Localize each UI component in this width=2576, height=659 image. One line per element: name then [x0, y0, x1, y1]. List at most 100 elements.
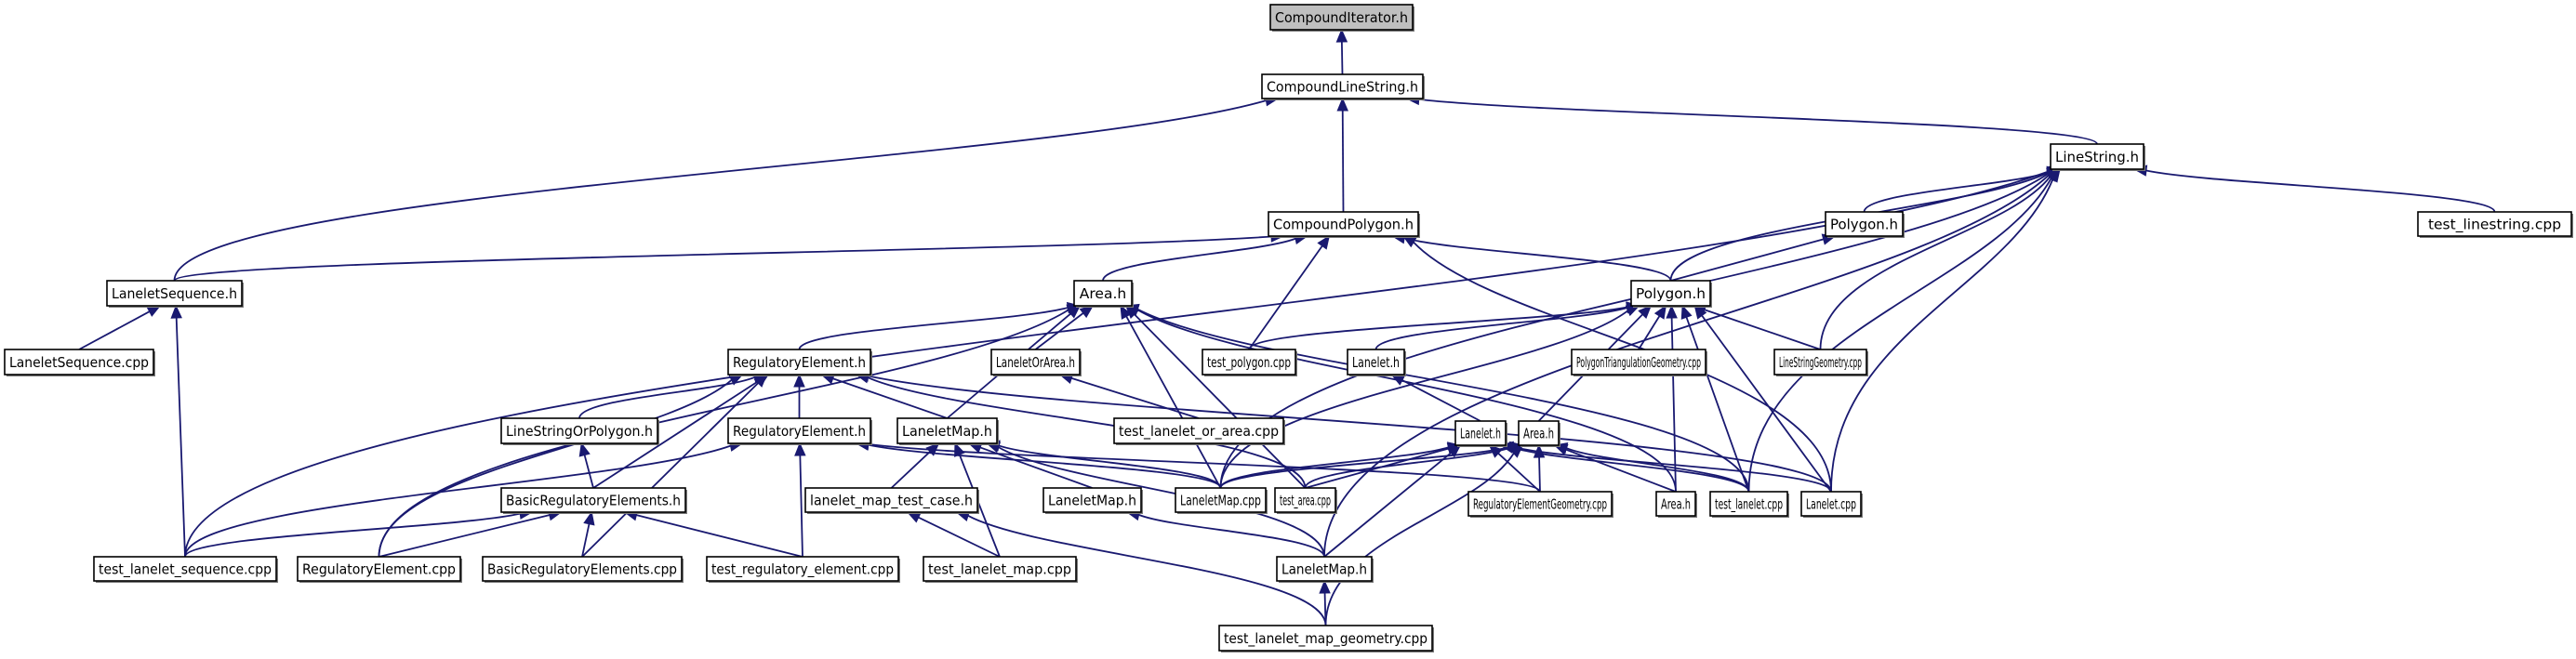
node-regulatoryelementgeometry-cpp[interactable]: RegulatoryElementGeometry.cpp	[1467, 491, 1613, 518]
node-laneletmap-h[interactable]: LaneletMap.h	[896, 417, 999, 445]
node-polygontriangulationgeometry-cpp[interactable]: PolygonTriangulationGeometry.cpp	[1571, 349, 1707, 376]
edge-line	[1374, 307, 1627, 350]
node-box[interactable]	[1202, 349, 1296, 376]
node-test-lanelet-map-cpp[interactable]: test_lanelet_map.cpp	[923, 556, 1078, 583]
node-test-polygon-cpp[interactable]: test_polygon.cpp	[1202, 349, 1297, 376]
node-laneletorarea-h[interactable]: LaneletOrArea.h	[990, 349, 1082, 376]
node-box[interactable]	[1571, 349, 1706, 376]
node-laneletsequence-h[interactable]: LaneletSequence.h	[106, 280, 244, 308]
node-label: RegulatoryElement.h	[733, 423, 866, 440]
edge-line	[583, 455, 594, 489]
edge-line	[581, 382, 759, 558]
node-box[interactable]	[923, 556, 1077, 582]
node-box[interactable]	[2417, 211, 2572, 237]
node-linestring-h[interactable]: LineString.h	[2050, 143, 2145, 171]
node-box[interactable]	[1261, 73, 1424, 99]
node-label: test_polygon.cpp	[1207, 354, 1291, 372]
edge-line	[1670, 317, 1677, 493]
node-box[interactable]	[1042, 487, 1142, 513]
node-laneletsequence-cpp[interactable]: LaneletSequence.cpp	[4, 349, 155, 376]
node-test-lanelet-cpp[interactable]: test_lanelet.cpp	[1709, 491, 1789, 518]
arrowhead-icon	[170, 304, 182, 319]
node-box[interactable]	[1073, 280, 1133, 307]
node-polygon-h[interactable]: Polygon.h	[1825, 211, 1905, 238]
node-box[interactable]	[706, 556, 899, 582]
node-box[interactable]	[482, 556, 683, 582]
node-box[interactable]	[1825, 211, 1904, 237]
node-box[interactable]	[727, 349, 871, 376]
node-lanelet-h[interactable]: Lanelet.h	[1454, 420, 1507, 447]
node-box[interactable]	[1800, 491, 1862, 517]
node-box[interactable]	[1218, 625, 1433, 652]
node-test-lanelet-or-area-cpp[interactable]: test_lanelet_or_area.cpp	[1113, 417, 1285, 445]
node-box[interactable]	[1518, 420, 1560, 446]
node-box[interactable]	[727, 417, 871, 444]
node-linestringgeometry-cpp[interactable]: LineStringGeometry.cpp	[1773, 349, 1868, 376]
node-area-h[interactable]: Area.h	[1655, 491, 1697, 518]
node-lanelet-map-test-case-h[interactable]: lanelet_map_test_case.h	[804, 487, 979, 514]
node-label: LineStringOrPolygon.h	[506, 423, 653, 440]
node-box[interactable]	[93, 556, 277, 582]
node-laneletmap-h[interactable]: LaneletMap.h	[1276, 556, 1374, 583]
node-label: Lanelet.h	[1460, 426, 1501, 442]
nodes-layer: CompoundIterator.hCompoundLineString.hLi…	[4, 4, 2573, 652]
arrowhead-icon	[1336, 97, 1348, 112]
node-box[interactable]	[1175, 487, 1267, 513]
node-test-lanelet-map-geometry-cpp[interactable]: test_lanelet_map_geometry.cpp	[1218, 625, 1434, 652]
node-box[interactable]	[500, 487, 686, 513]
node-test-lanelet-sequence-cpp[interactable]: test_lanelet_sequence.cpp	[93, 556, 278, 583]
edge-line	[998, 444, 1222, 489]
node-box[interactable]	[804, 487, 978, 513]
node-box[interactable]	[1276, 556, 1373, 582]
node-basicregulatoryelements-cpp[interactable]: BasicRegulatoryElements.cpp	[482, 556, 684, 583]
node-lanelet-cpp[interactable]: Lanelet.cpp	[1800, 491, 1863, 518]
node-box[interactable]	[1268, 211, 1419, 237]
edge-line	[173, 99, 1267, 282]
edge-basicregulatoryelements-h-to-linestringorpolygon-h	[578, 442, 594, 489]
node-box[interactable]	[106, 280, 243, 307]
edge-line	[979, 446, 1093, 489]
node-test-regulatory-element-cpp[interactable]: test_regulatory_element.cpp	[706, 556, 900, 583]
node-box[interactable]	[1274, 487, 1336, 513]
node-linestringorpolygon-h[interactable]: LineStringOrPolygon.h	[500, 417, 659, 445]
node-box[interactable]	[1709, 491, 1788, 517]
node-laneletmap-cpp[interactable]: LaneletMap.cpp	[1175, 487, 1268, 514]
node-compoundpolygon-h[interactable]: CompoundPolygon.h	[1268, 211, 1420, 238]
edge-line	[868, 375, 1832, 493]
node-box[interactable]	[1773, 349, 1867, 376]
node-polygon-h[interactable]: Polygon.h	[1630, 280, 1712, 308]
node-box[interactable]	[1269, 4, 1414, 31]
node-box[interactable]	[1630, 280, 1711, 307]
edge-test-lanelet-or-area-cpp-to-laneletorarea-h	[1058, 373, 1200, 419]
node-box[interactable]	[4, 349, 154, 376]
node-box[interactable]	[990, 349, 1081, 376]
node-compounditerator-h[interactable]: CompoundIterator.h	[1269, 4, 1414, 32]
node-test-area-cpp[interactable]: test_area.cpp	[1274, 487, 1337, 514]
node-lanelet-h[interactable]: Lanelet.h	[1347, 349, 1406, 376]
node-regulatoryelement-cpp[interactable]: RegulatoryElement.cpp	[297, 556, 462, 583]
arrowhead-icon	[1638, 305, 1653, 320]
node-box[interactable]	[500, 417, 658, 444]
node-box[interactable]	[1467, 491, 1613, 517]
node-box[interactable]	[2050, 143, 2144, 170]
node-label: test_lanelet_map_geometry.cpp	[1224, 630, 1427, 648]
node-regulatoryelement-h[interactable]: RegulatoryElement.h	[727, 349, 872, 376]
edge-test-lanelet-map-geometry-cpp-to-area-h	[1324, 444, 1524, 626]
node-regulatoryelement-h[interactable]: RegulatoryElement.h	[727, 417, 872, 445]
node-label: lanelet_map_test_case.h	[810, 493, 973, 510]
node-label: LineStringGeometry.cpp	[1779, 354, 1862, 371]
node-area-h[interactable]: Area.h	[1073, 280, 1134, 308]
node-box[interactable]	[1655, 491, 1696, 517]
node-test-linestring-cpp[interactable]: test_linestring.cpp	[2417, 211, 2573, 238]
edge-line	[868, 443, 1541, 493]
node-box[interactable]	[1113, 417, 1284, 444]
node-box[interactable]	[1454, 420, 1507, 446]
node-compoundlinestring-h[interactable]: CompoundLineString.h	[1261, 73, 1425, 100]
node-laneletmap-h[interactable]: LaneletMap.h	[1042, 487, 1143, 514]
node-box[interactable]	[1347, 349, 1405, 376]
edge-line	[1125, 315, 1222, 489]
node-box[interactable]	[297, 556, 461, 582]
node-box[interactable]	[896, 417, 998, 444]
node-basicregulatoryelements-h[interactable]: BasicRegulatoryElements.h	[500, 487, 687, 514]
node-area-h[interactable]: Area.h	[1518, 420, 1560, 447]
